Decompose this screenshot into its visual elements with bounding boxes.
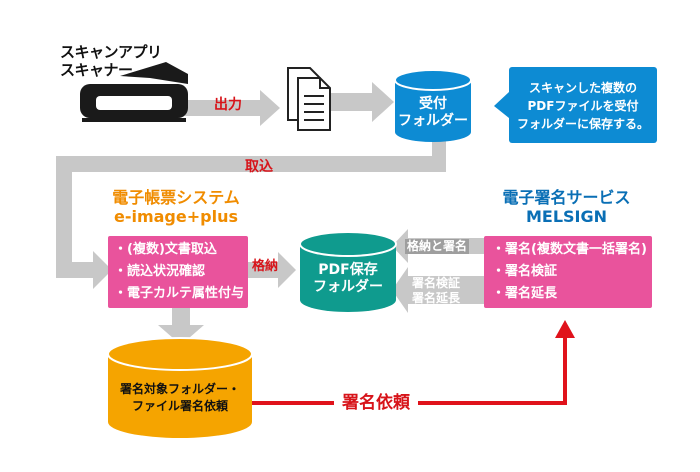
callout-line1: スキャンした複数の [528,81,637,95]
receive-folder-line2: フォルダー [398,113,468,129]
sign-request-label: 署名依頼 [334,391,418,415]
arrow-verify-extend [392,267,484,313]
ingest-label: 取込 [245,159,273,175]
scanner-label-line1: スキャンアプリ [60,43,162,61]
receive-callout: スキャンした複数の PDFファイルを受付 フォルダーに保存する。 [509,67,657,143]
pdf-folder-line2: フォルダー [313,279,383,295]
eimage-box: ・(複数)文書取込 ・読込状況確認 ・電子カルテ属性付与 [108,236,248,308]
eimage-item: ・電子カルテ属性付与 [114,286,245,301]
arrow-sign-request-head [555,320,575,338]
target-folder-line2: ファイル署名依頼 [131,399,228,413]
callout-line2: PDFファイルを受付 [527,99,639,113]
pdf-folder-line1: PDF保存 [318,262,378,278]
eimage-title-line2: e-image+plus [113,207,238,226]
scanner-label: スキャンアプリ スキャナー [60,43,162,79]
arrow-ebox-to-target [158,308,204,345]
scanner-icon [80,62,188,122]
target-folder-cylinder [107,337,253,438]
verify-extend-label: 署名検証 署名延長 [412,276,460,306]
eimage-item: ・読込状況確認 [114,264,206,279]
arrow-store [248,252,296,288]
eimage-title-line1: 電子帳票システム [112,188,240,207]
pdf-folder-label: PDF保存 フォルダー [300,262,396,296]
scanner-label-line2: スキャナー [60,61,133,79]
verify-label: 署名検証 [412,276,461,290]
arrow-ingest [56,140,446,289]
store-sign-label: 格納と署名 [405,239,470,254]
extend-label: 署名延長 [412,291,461,305]
receive-folder-cylinder [394,69,472,142]
document-icon [287,67,331,131]
target-folder-line1: 署名対象フォルダー・ [119,382,240,396]
melsign-item: ・署名延長 [492,286,558,301]
output-label: 出力 [214,97,242,113]
store-label: 格納 [252,259,279,274]
pdf-folder-cylinder [299,231,397,312]
melsign-title-line1: 電子署名サービス [502,188,631,207]
melsign-box: ・署名(複数文書一括署名) ・署名検証 ・署名延長 [484,236,652,308]
callout-line3: フォルダーに保存する。 [516,117,649,131]
melsign-item: ・署名(複数文書一括署名) [492,242,647,257]
receive-folder-line1: 受付 [419,96,447,112]
callout-pointer [494,92,509,118]
melsign-item: ・署名検証 [492,264,558,279]
arrow-output [185,90,280,126]
arrow-doc-to-folder [330,82,394,122]
eimage-title: 電子帳票システム e-image+plus [92,188,260,226]
eimage-item: ・(複数)文書取込 [114,242,217,257]
target-folder-label: 署名対象フォルダー・ ファイル署名依頼 [108,381,252,415]
receive-folder-label: 受付 フォルダー [395,96,471,130]
melsign-title: 電子署名サービス MELSIGN [484,188,649,226]
melsign-title-line2: MELSIGN [525,207,608,226]
